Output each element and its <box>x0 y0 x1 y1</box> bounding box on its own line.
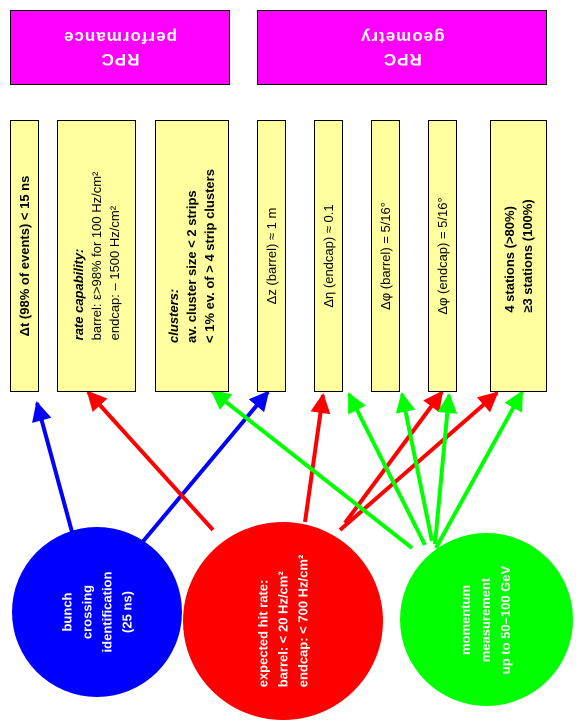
rate-line-1: endcap: – 1500 Hz/cm² <box>106 205 122 341</box>
clusters-line-1: < 1% ev. of > 4 strip clusters <box>202 169 217 343</box>
deta-line-0: Δη (endcap) ≈ 0.1 <box>320 204 336 308</box>
box-deta-endcap: Δη (endcap) ≈ 0.1 <box>314 120 343 392</box>
momentum-line-2: up to 50–100 GeV <box>498 565 514 674</box>
hitrate-line-0: expected hit rate: <box>254 579 270 688</box>
header-rpc-geometry: RPC geometry <box>257 10 547 85</box>
box-rate-capability: rate capability: barrel: ε>98% for 100 H… <box>57 120 136 392</box>
bunch-line-1: crossing <box>78 584 94 640</box>
stations-line-0: 4 stations (>80%) <box>501 206 517 313</box>
dphi-barrel-line-0: Δφ (barrel) = 5/16° <box>377 202 393 310</box>
box-dphi-endcap: Δφ (endcap) = 5/16° <box>428 120 457 392</box>
circle-momentum: momentum measurement up to 50–100 GeV <box>400 533 573 706</box>
header-geometry-line1: RPC <box>382 49 422 69</box>
arrow-momentum-to-deta <box>347 392 427 546</box>
arrow-momentum-to-stations <box>434 390 524 549</box>
rate-line-0: barrel: ε>98% for 100 Hz/cm² <box>88 171 104 341</box>
arrow-hitrate-to-deta <box>303 393 331 523</box>
arrow-bunch-to-time <box>32 401 74 533</box>
stations-line-1: ≥3 stations (100%) <box>519 199 535 313</box>
header-performance-line1: RPC <box>100 49 140 69</box>
box-clusters: clusters: av. cluster size < 2 strips < … <box>155 120 229 392</box>
box-stations: 4 stations (>80%) ≥3 stations (100%) <box>490 120 547 392</box>
dphi-endcap-line-0: Δφ (endcap) = 5/16° <box>434 197 450 315</box>
dz-line-0: Δz (barrel) ≈ 1 m <box>263 207 279 305</box>
box-dz-barrel: Δz (barrel) ≈ 1 m <box>257 120 286 392</box>
box-dphi-barrel: Δφ (barrel) = 5/16° <box>371 120 400 392</box>
momentum-line-0: momentum <box>458 584 474 655</box>
arrow-hitrate-to-dphi-endcap <box>343 390 444 525</box>
hitrate-line-2: endcap: < 700 Hz/cm² <box>294 554 310 688</box>
hitrate-line-1: barrel: < 20 Hz/cm² <box>274 571 290 688</box>
header-rpc-performance: RPC performance <box>10 10 230 85</box>
bunch-line-0: bunch <box>58 592 74 632</box>
bunch-line-3: (25 ns) <box>118 591 134 633</box>
time-line-0: Δt (98% of events) < 15 ns <box>16 175 32 337</box>
circle-expected-hit-rate: expected hit rate: barrel: < 20 Hz/cm² e… <box>183 522 383 720</box>
arrow-momentum-to-clusters <box>210 389 414 550</box>
arrow-momentum-to-dphi-endcap <box>433 393 458 545</box>
circle-bunch-crossing: bunch crossing identification (25 ns) <box>12 527 182 697</box>
header-geometry-line2: geometry <box>359 27 445 47</box>
rate-title: rate capability: <box>70 248 86 341</box>
arrow-momentum-to-dphi-barrel <box>395 392 434 542</box>
arrow-hitrate-to-rate <box>86 390 215 532</box>
clusters-line-0: av. cluster size < 2 strips <box>184 190 199 343</box>
bunch-line-2: identification <box>98 571 114 653</box>
arrow-hitrate-to-stations <box>338 391 499 532</box>
box-time-resolution: Δt (98% of events) < 15 ns <box>10 120 39 392</box>
header-performance-line2: performance <box>63 27 177 47</box>
momentum-line-1: measurement <box>478 577 494 662</box>
clusters-title: clusters: <box>166 288 181 343</box>
